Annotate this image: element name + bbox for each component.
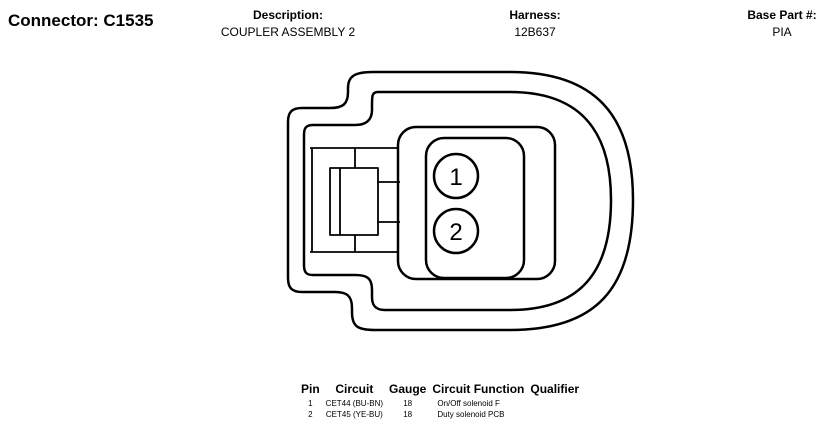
table-row: 1 CET44 (BU-BN) 18 On/Off solenoid F xyxy=(298,398,582,409)
cell-gauge: 18 xyxy=(403,410,413,419)
cell-gauge: 18 xyxy=(403,399,413,408)
pin-1-label: 1 xyxy=(449,164,462,191)
cell-qualifier xyxy=(527,409,582,420)
harness-block: Harness: 12B637 xyxy=(480,8,590,39)
description-value: COUPLER ASSEMBLY 2 xyxy=(220,25,356,39)
housing-inner-outline xyxy=(302,90,613,312)
cell-circuit: CET44 (BU-BN) xyxy=(325,399,384,408)
cavity-outer xyxy=(396,125,557,281)
col-qualifier: Qualifier xyxy=(530,382,580,396)
cell-pin: 1 xyxy=(308,399,313,408)
pin-table: Pin Circuit Gauge Circuit Function Quali… xyxy=(298,382,582,420)
base-part-block: Base Part #: PIA xyxy=(736,8,828,39)
cell-qualifier xyxy=(527,398,582,409)
col-circuit-function: Circuit Function xyxy=(432,382,525,396)
cell-pin: 2 xyxy=(308,410,313,419)
description-label: Description: xyxy=(252,8,323,22)
pin-2-label: 2 xyxy=(449,219,462,246)
cell-circuit: CET45 (YE-BU) xyxy=(325,410,383,419)
pin-1-circle xyxy=(432,152,480,200)
col-circuit: Circuit xyxy=(335,382,374,396)
pin-table-header: Pin Circuit Gauge Circuit Function Quali… xyxy=(298,382,582,398)
pin-2-circle xyxy=(432,207,480,255)
cell-function: Duty solenoid PCB xyxy=(437,410,505,419)
connector-title: Connector: C1535 xyxy=(8,11,154,30)
housing-outer-outline xyxy=(286,70,635,332)
cavity-inner xyxy=(424,136,526,280)
table-row: 2 CET45 (YE-BU) 18 Duty solenoid PCB xyxy=(298,409,582,420)
col-gauge: Gauge xyxy=(389,382,427,396)
latch-outline xyxy=(310,147,400,253)
harness-value: 12B637 xyxy=(514,25,556,39)
cell-function: On/Off solenoid F xyxy=(437,399,500,408)
description-block: Description: COUPLER ASSEMBLY 2 xyxy=(208,8,368,39)
base-part-label: Base Part #: xyxy=(747,8,817,22)
col-pin: Pin xyxy=(301,382,320,396)
harness-label: Harness: xyxy=(509,8,561,22)
base-part-value: PIA xyxy=(772,25,792,39)
